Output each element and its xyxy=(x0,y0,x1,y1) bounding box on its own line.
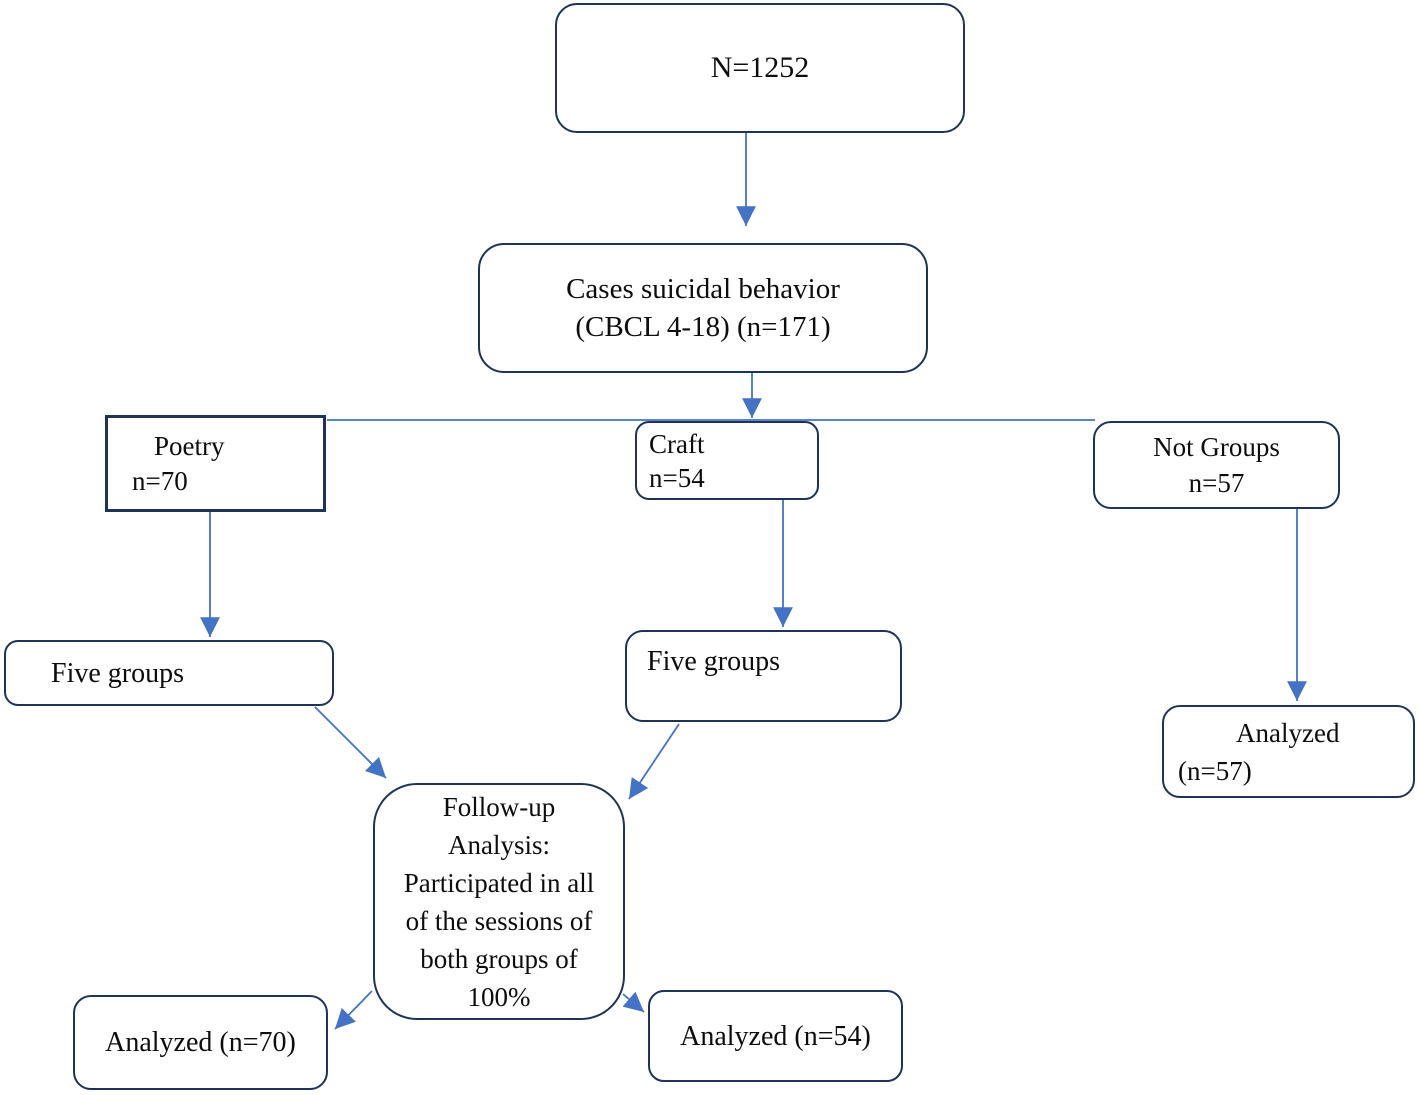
node-analyzed-poetry: Analyzed (n=70) xyxy=(73,995,328,1090)
five-groups-poetry-label: Five groups xyxy=(51,657,184,689)
poetry-group-count: n=70 xyxy=(132,465,188,496)
analyzed-craft-label: Analyzed (n=54) xyxy=(680,1020,871,1052)
node-five-groups-craft: Five groups xyxy=(625,630,902,722)
arrow-follow-up-to-analyzed-poetry xyxy=(334,990,373,1030)
node-follow-up-analysis: Follow-up Analysis: Participated in all … xyxy=(373,783,625,1020)
follow-up-analysis-label: Follow-up Analysis: Participated in all … xyxy=(403,791,595,1012)
arrow-follow-up-to-analyzed-craft xyxy=(622,991,645,1013)
analyzed-not-groups-label: Analyzed xyxy=(1236,717,1340,748)
not-groups-label: Not Groups n=57 xyxy=(1153,432,1280,498)
node-total-label: N=1252 xyxy=(710,51,810,85)
arrow-five-groups-craft-to-follow-up xyxy=(628,723,680,800)
analyzed-not-groups-count: (n=57) xyxy=(1178,755,1252,786)
analyzed-poetry-label: Analyzed (n=70) xyxy=(105,1027,296,1058)
poetry-group-label: Poetry xyxy=(154,430,225,461)
node-not-groups: Not Groups n=57 xyxy=(1093,421,1340,509)
node-craft-group: Craft n=54 xyxy=(635,421,819,500)
node-total-sample: N=1252 xyxy=(555,3,965,133)
node-five-groups-poetry: Five groups xyxy=(4,640,334,706)
node-cases-suicidal-behavior: Cases suicidal behavior (CBCL 4-18) (n=1… xyxy=(478,243,928,373)
node-poetry-group: Poetry n=70 xyxy=(105,415,326,512)
five-groups-craft-label: Five groups xyxy=(647,646,780,677)
node-cases-label: Cases suicidal behavior (CBCL 4-18) (n=1… xyxy=(566,273,840,343)
node-analyzed-not-groups: Analyzed (n=57) xyxy=(1162,705,1415,798)
craft-group-label: Craft n=54 xyxy=(649,428,705,493)
arrow-five-groups-poetry-to-follow-up xyxy=(314,706,387,779)
node-analyzed-craft: Analyzed (n=54) xyxy=(648,990,903,1082)
